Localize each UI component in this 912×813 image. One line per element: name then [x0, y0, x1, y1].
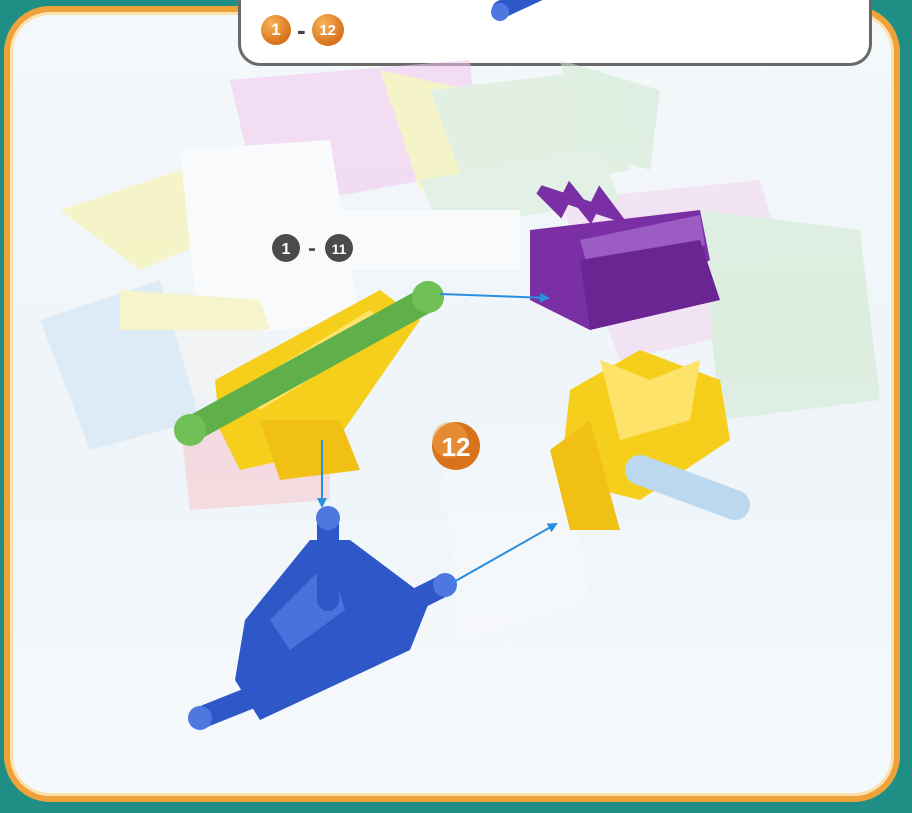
blue-connector-part — [188, 506, 457, 730]
header-blue-pin — [489, 0, 551, 21]
subassembly-start-label: 1 — [282, 241, 291, 258]
subassembly-dash: - — [308, 235, 316, 262]
step-number-label: 12 — [442, 432, 471, 462]
subassembly-end-label: 11 — [332, 241, 347, 257]
subassembly-range: 1 - 11 — [272, 234, 353, 262]
step-number-badge: 12 — [432, 422, 480, 470]
light-blue-rod-part — [640, 470, 735, 505]
faded-background-assembly — [40, 60, 880, 640]
